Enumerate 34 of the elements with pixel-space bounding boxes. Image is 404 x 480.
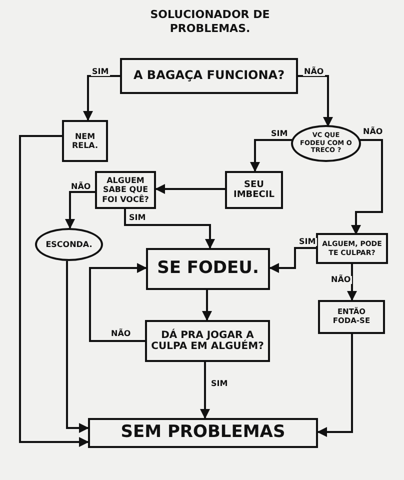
arrow bbox=[65, 191, 95, 229]
edge-label: NÃO bbox=[110, 330, 132, 338]
edge-label: NÃO bbox=[330, 276, 352, 284]
arrow bbox=[202, 290, 212, 321]
arrow bbox=[351, 139, 383, 235]
edge-label: NÃO bbox=[303, 68, 325, 76]
edge-label: SIM bbox=[128, 214, 147, 222]
edge-label: SIM bbox=[91, 68, 110, 76]
arrow bbox=[200, 362, 210, 419]
process-box: NEM RELA. bbox=[62, 120, 108, 162]
arrow bbox=[19, 135, 89, 447]
process-box: SEM PROBLEMAS bbox=[88, 418, 318, 448]
arrow bbox=[250, 139, 294, 172]
arrow bbox=[83, 75, 120, 121]
title: SOLUCIONADOR DE PROBLEMAS. bbox=[149, 8, 271, 37]
process-box: ALGUEM SABE QUE FOI VOCÊ? bbox=[95, 171, 156, 209]
arrow bbox=[66, 261, 89, 433]
arrow bbox=[269, 247, 316, 273]
edge-label: SIM bbox=[210, 380, 229, 388]
arrow bbox=[89, 263, 147, 342]
process-box: SE FODEU. bbox=[146, 248, 270, 290]
edge-label: NÃO bbox=[70, 183, 92, 191]
arrow bbox=[317, 334, 353, 437]
arrow bbox=[298, 75, 333, 127]
process-box: A BAGAÇA FUNCIONA? bbox=[120, 58, 298, 94]
arrow bbox=[347, 264, 357, 301]
decision-ellipse: ESCONDA. bbox=[35, 228, 103, 261]
edge-label: SIM bbox=[298, 238, 317, 246]
arrow bbox=[124, 209, 215, 249]
process-box: DÁ PRA JOGAR A CULPA EM ALGUÉM? bbox=[145, 320, 270, 362]
edge-label: SIM bbox=[270, 130, 289, 138]
edge-label: NÃO bbox=[362, 128, 384, 136]
process-box: SEU IMBECIL bbox=[225, 171, 283, 209]
arrow bbox=[155, 184, 225, 194]
